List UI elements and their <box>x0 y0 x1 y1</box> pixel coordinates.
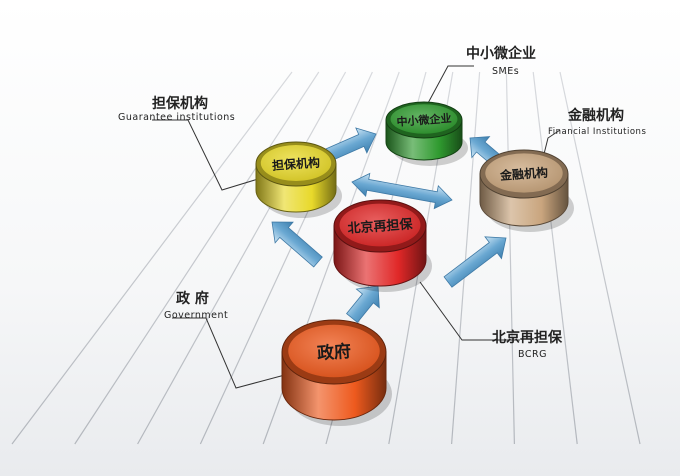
disc-bcrg-label: 北京再担保 <box>347 216 414 237</box>
disc-financial: 金融机构 <box>479 149 574 232</box>
government-label-en: Government <box>164 310 228 321</box>
label-bcrg: 北京再担保 BCRG <box>492 329 563 360</box>
disc-smes: 中小微企业 <box>385 101 468 166</box>
connector-guarantee <box>152 119 269 191</box>
disc-financial-label: 金融机构 <box>499 165 549 183</box>
connector-bcrg <box>419 281 520 341</box>
flow-arrows <box>271 127 507 323</box>
label-smes: 中小微企业 SMEs <box>466 45 536 77</box>
disc-guarantee: 担保机构 <box>255 141 342 218</box>
arrow-government-to-bcrg <box>346 285 380 323</box>
smes-label-en: SMEs <box>492 66 519 77</box>
connector-government <box>172 317 297 389</box>
smes-label-cn: 中小微企业 <box>466 45 536 62</box>
bcrg-label-en: BCRG <box>518 349 547 360</box>
label-financial: 金融机构 Financial Institutions <box>548 107 646 137</box>
guarantee-label-en: Guarantee institutions <box>118 112 235 123</box>
disc-bcrg: 北京再担保 <box>333 199 432 292</box>
label-guarantee: 担保机构 Guarantee institutions <box>118 95 235 123</box>
guarantee-label-cn: 担保机构 <box>152 95 208 112</box>
financial-label-en: Financial Institutions <box>548 127 646 137</box>
label-government: 政 府 Government <box>164 290 228 321</box>
disc-smes-label: 中小微企业 <box>396 111 452 129</box>
disc-guarantee-label: 担保机构 <box>272 155 321 173</box>
arrow-guarantee-financial <box>351 172 453 210</box>
bcrg-label-cn: 北京再担保 <box>492 329 563 346</box>
disc-government: 政府 <box>281 319 392 426</box>
disc-government-label: 政府 <box>316 341 351 364</box>
arrow-bcrg-to-financial <box>443 236 507 288</box>
label-connectors <box>152 65 561 389</box>
financial-label-cn: 金融机构 <box>567 107 624 124</box>
government-label-cn: 政 府 <box>176 290 209 307</box>
arrow-bcrg-to-guarantee <box>271 221 323 268</box>
connector-smes <box>419 65 474 119</box>
